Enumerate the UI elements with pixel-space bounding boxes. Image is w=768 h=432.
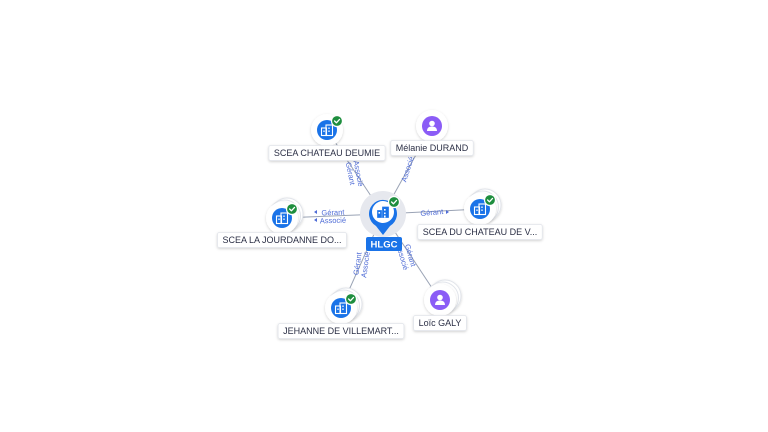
- node-label-text: SCEA LA JOURDANNE DO...: [222, 235, 341, 245]
- node-jehanne-de-villemart[interactable]: [325, 287, 363, 324]
- node-label-text: SCEA DU CHATEAU DE V...: [423, 227, 538, 237]
- building-icon: [334, 302, 348, 315]
- edge-label-associ: Associé: [399, 155, 416, 183]
- node-label-box: [417, 224, 543, 240]
- node-label-text: SCEA CHATEAU DEUMIE: [274, 148, 380, 158]
- node-scea-du-chateau-de-v[interactable]: [464, 188, 502, 225]
- edge-direction-arrow: [314, 218, 317, 222]
- node-label-box: [277, 323, 405, 339]
- node-label-lo-c-galy[interactable]: Loïc GALY: [413, 315, 467, 331]
- check-badge-icon: [344, 292, 358, 306]
- node-scea-chateau-deumie[interactable]: [311, 114, 344, 146]
- node-label-box: [268, 145, 386, 161]
- node-label-text: Mélanie DURAND: [396, 143, 469, 153]
- building-icon: [376, 206, 390, 219]
- check-badge-icon: [387, 195, 401, 209]
- node-label-m-lanie-durand[interactable]: Mélanie DURAND: [390, 140, 474, 156]
- node-label-text: Loïc GALY: [419, 318, 462, 328]
- check-badge-icon: [330, 114, 344, 128]
- center-label-box[interactable]: [366, 237, 402, 251]
- node-label-scea-la-jourdanne-do[interactable]: SCEA LA JOURDANNE DO...: [217, 232, 347, 248]
- center-node[interactable]: HLGC: [360, 191, 406, 251]
- building-icon: [320, 124, 334, 137]
- node-label-jehanne-de-villemart[interactable]: JEHANNE DE VILLEMART...: [277, 323, 405, 339]
- building-icon: [473, 203, 487, 216]
- node-label-box: [390, 140, 474, 156]
- check-badge-icon: [285, 202, 299, 216]
- nodes: SCEA CHATEAU DEUMIE Mélanie DURAND SCEA DU…: [217, 110, 543, 339]
- node-scea-la-jourdanne-do[interactable]: [266, 197, 304, 234]
- edge-direction-arrow: [314, 210, 317, 214]
- person-icon: [435, 294, 445, 305]
- node-label-text: JEHANNE DE VILLEMART...: [283, 326, 399, 336]
- node-m-lanie-durand[interactable]: [416, 110, 448, 142]
- edge-label-g-rant: Gérant: [344, 161, 357, 186]
- person-icon: [427, 120, 437, 131]
- edge-label-g-rant: Gérant: [321, 208, 345, 218]
- center-label: HLGC: [371, 240, 398, 251]
- node-lo-c-galy[interactable]: [424, 279, 462, 316]
- node-label-box: [413, 315, 467, 331]
- node-label-scea-du-chateau-de-v[interactable]: SCEA DU CHATEAU DE V...: [417, 224, 543, 240]
- check-badge-icon: [483, 193, 497, 207]
- node-label-box: [217, 232, 347, 248]
- node-label-scea-chateau-deumie[interactable]: SCEA CHATEAU DEUMIE: [268, 145, 386, 161]
- building-icon: [275, 212, 289, 225]
- edge-direction-arrow: [446, 210, 449, 214]
- edge-label-associ: Associé: [359, 251, 372, 278]
- edge-label-g-rant: Gérant: [420, 207, 445, 218]
- edge-label-g-rant: Gérant: [351, 251, 363, 276]
- edge-label-associ: Associé: [320, 216, 347, 226]
